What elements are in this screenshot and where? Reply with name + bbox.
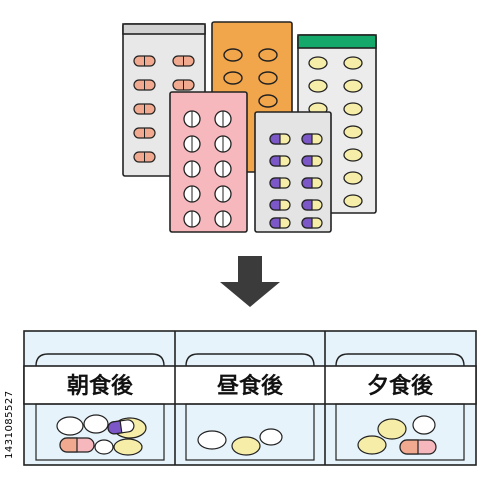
pill-organizer: 朝食後 昼食後 夕食後 <box>23 330 477 466</box>
evening-pills <box>357 415 437 455</box>
stock-id-text: 1431085527 <box>4 390 15 460</box>
blister-pack-pink <box>169 91 248 233</box>
noon-pills <box>197 428 283 456</box>
compartment-label-morning: 朝食後 <box>67 373 134 399</box>
blister-pack-left <box>122 23 206 177</box>
compartment-label-noon: 昼食後 <box>217 373 284 399</box>
down-arrow-icon <box>220 256 280 307</box>
blister-pack-capsules <box>254 111 332 233</box>
compartment-label-evening: 夕食後 <box>367 373 434 399</box>
morning-pills <box>56 414 147 456</box>
